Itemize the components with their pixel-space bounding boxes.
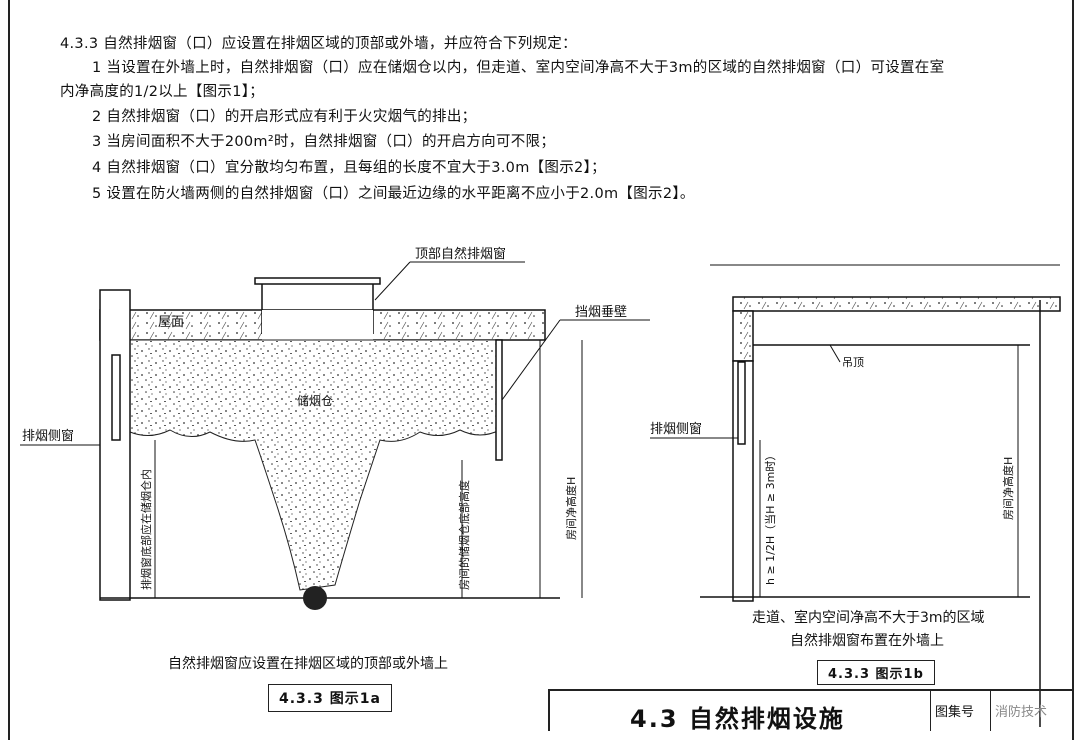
watermark: 消防技术 xyxy=(990,691,1072,731)
label-h: h ≥ 1/2H（当H ≥ 3m时） xyxy=(763,450,777,585)
figure-1a-caption: 自然排烟窗应设置在排烟区域的顶部或外墙上 xyxy=(168,655,448,672)
fire-icon xyxy=(303,586,327,610)
label-room-height: 房间净高度H xyxy=(564,477,578,540)
figure-1b-caption-1: 走道、室内空间净高不大于3m的区域 xyxy=(752,609,985,626)
figure-1a-label: 4.3.3 图示1a xyxy=(268,684,392,712)
label-side-window-1b: 排烟侧窗 xyxy=(650,421,702,437)
side-window xyxy=(111,354,121,441)
page-frame xyxy=(8,0,1074,740)
label-window-bottom: 排烟窗底部应在储烟仓内 xyxy=(139,469,153,590)
label-curtain: 挡烟垂壁 xyxy=(575,305,627,320)
clause-item-1-cont: 内净高度的1/2以上【图示1】； xyxy=(60,84,265,100)
side-window xyxy=(737,361,746,445)
clause-heading: 4.3.3 自然排烟窗（口）应设置在排烟区域的顶部或外墙，并应符合下列规定： xyxy=(60,36,577,52)
figure-1a: 顶部自然排烟窗 屋面 挡烟垂壁 储烟仓 排烟侧窗 排烟窗底部应在储烟仓内 房间的… xyxy=(20,246,650,610)
figure-1b-caption-2: 自然排烟窗布置在外墙上 xyxy=(790,632,944,649)
figure-1b: 吊顶 排烟侧窗 h ≥ 1/2H（当H ≥ 3m时） 房间净高度H xyxy=(650,264,1061,727)
label-ceiling: 吊顶 xyxy=(842,356,864,369)
clause-item-4: 4 自然排烟窗（口）宜分散均匀布置，且每组的长度不宜大于3.0m【图示2】； xyxy=(92,160,606,176)
left-wall xyxy=(99,289,131,601)
label-roof: 屋面 xyxy=(158,315,184,330)
figure-1b-label: 4.3.3 图示1b xyxy=(817,660,935,685)
clause-item-2: 2 自然排烟窗（口）的开启形式应有利于火灾烟气的排出； xyxy=(92,109,477,125)
label-reservoir: 储烟仓 xyxy=(297,393,333,408)
section-title: 4.3 自然排烟设施 xyxy=(630,705,845,733)
top-smoke-window xyxy=(254,277,381,285)
title-block: 4.3 自然排烟设施 图集号 消防技术 xyxy=(548,689,1072,733)
label-reservoir-bottom: 房间的储烟仓底部高度 xyxy=(457,480,471,590)
label-top-window: 顶部自然排烟窗 xyxy=(415,246,506,262)
clause-item-5: 5 设置在防火墙两侧的自然排烟窗（口）之间最近边缘的水平距离不应小于2.0m【图… xyxy=(92,186,695,202)
floor-slab xyxy=(732,296,1061,312)
smoke-reservoir xyxy=(129,339,501,591)
clause-item-3: 3 当房间面积不大于200m²时，自然排烟窗（口）的开启方向可不限； xyxy=(92,134,556,150)
atlas-no-label: 图集号 xyxy=(930,691,990,731)
label-room-height-1b: 房间净高度H xyxy=(1001,457,1015,520)
clause-item-1: 1 当设置在外墙上时，自然排烟窗（口）应在储烟仓以内，但走道、室内空间净高不大于… xyxy=(92,60,945,76)
label-side-window: 排烟侧窗 xyxy=(22,428,74,444)
smoke-curtain xyxy=(495,339,503,461)
